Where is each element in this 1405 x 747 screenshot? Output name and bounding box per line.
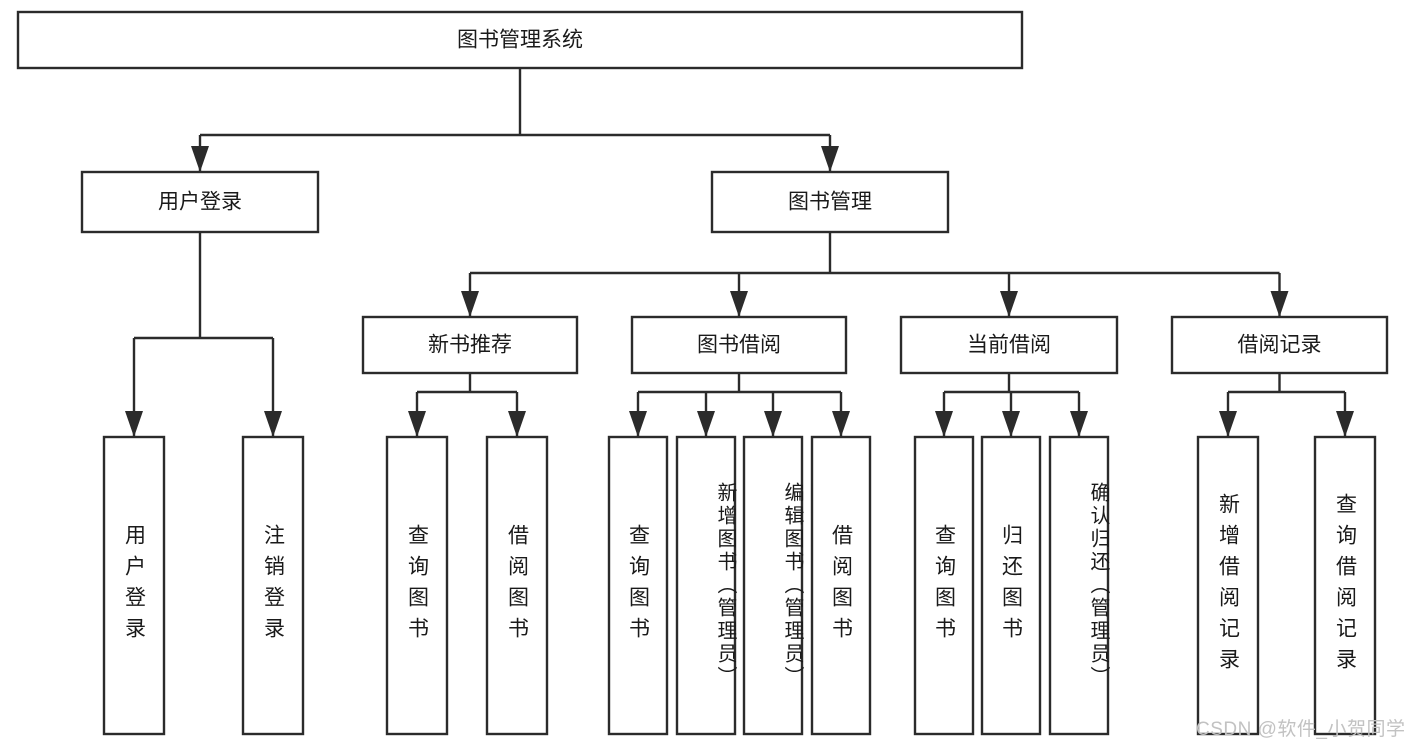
arrowhead-book-borrow-to-leaf-query-book-2 xyxy=(629,411,647,437)
node-label-book-manage: 图书管理 xyxy=(788,191,872,214)
arrowhead-user-login-to-leaf-user-login xyxy=(125,411,143,437)
node-leaf-return-book[interactable] xyxy=(980,435,1042,736)
node-leaf-add-record[interactable] xyxy=(1196,435,1260,736)
node-leaf-edit-book[interactable] xyxy=(742,435,804,736)
node-borrow-record[interactable] xyxy=(1170,315,1389,375)
arrowhead-current-borrow-to-leaf-confirm-return xyxy=(1070,411,1088,437)
node-leaf-query-book-1[interactable] xyxy=(385,435,449,736)
node-label-book-borrow: 图书借阅 xyxy=(697,334,781,357)
node-leaf-query-book-3[interactable] xyxy=(913,435,975,736)
arrowhead-book-borrow-to-leaf-borrow-book-2 xyxy=(832,411,850,437)
node-leaf-add-book[interactable] xyxy=(675,435,737,736)
node-leaf-user-login[interactable] xyxy=(102,435,166,736)
node-leaf-confirm-return[interactable] xyxy=(1048,435,1110,736)
arrowhead-user-login-to-leaf-logout xyxy=(264,411,282,437)
node-root[interactable] xyxy=(16,10,1024,70)
node-current-borrow[interactable] xyxy=(899,315,1119,375)
arrowhead-new-book-rec-to-leaf-query-book-1 xyxy=(408,411,426,437)
arrowhead-root-to-user-login xyxy=(191,146,209,172)
edges-layer xyxy=(125,68,1354,437)
arrowhead-book-manage-to-borrow-record xyxy=(1270,291,1289,317)
arrowhead-book-manage-to-current-borrow xyxy=(1000,291,1018,317)
node-label-root: 图书管理系统 xyxy=(457,29,583,52)
node-book-borrow[interactable] xyxy=(630,315,848,375)
node-leaf-logout[interactable] xyxy=(241,435,305,736)
arrowhead-book-manage-to-book-borrow xyxy=(730,291,748,317)
arrowhead-current-borrow-to-leaf-return-book xyxy=(1002,411,1020,437)
node-label-new-book-rec: 新书推荐 xyxy=(428,334,512,357)
arrowhead-borrow-record-to-leaf-query-record xyxy=(1336,411,1354,437)
arrowhead-book-borrow-to-leaf-add-book xyxy=(697,411,715,437)
node-label-borrow-record: 借阅记录 xyxy=(1238,334,1322,357)
arrowhead-borrow-record-to-leaf-add-record xyxy=(1219,411,1237,437)
arrowhead-book-borrow-to-leaf-edit-book xyxy=(764,411,782,437)
node-book-manage[interactable] xyxy=(710,170,950,234)
node-leaf-borrow-book-1[interactable] xyxy=(485,435,549,736)
arrowhead-book-manage-to-new-book-rec xyxy=(461,291,479,317)
node-leaf-borrow-book-2[interactable] xyxy=(810,435,872,736)
node-user-login[interactable] xyxy=(80,170,320,234)
arrowhead-root-to-book-manage xyxy=(821,146,839,172)
node-new-book-rec[interactable] xyxy=(361,315,579,375)
arrowhead-new-book-rec-to-leaf-borrow-book-1 xyxy=(508,411,526,437)
node-leaf-query-record[interactable] xyxy=(1313,435,1377,736)
node-label-user-login: 用户登录 xyxy=(158,191,242,214)
node-leaf-query-book-2[interactable] xyxy=(607,435,669,736)
arrowhead-current-borrow-to-leaf-query-book-3 xyxy=(935,411,953,437)
node-label-current-borrow: 当前借阅 xyxy=(967,334,1051,357)
csdn-watermark: CSDN @软件_小贺同学 xyxy=(1196,719,1405,740)
